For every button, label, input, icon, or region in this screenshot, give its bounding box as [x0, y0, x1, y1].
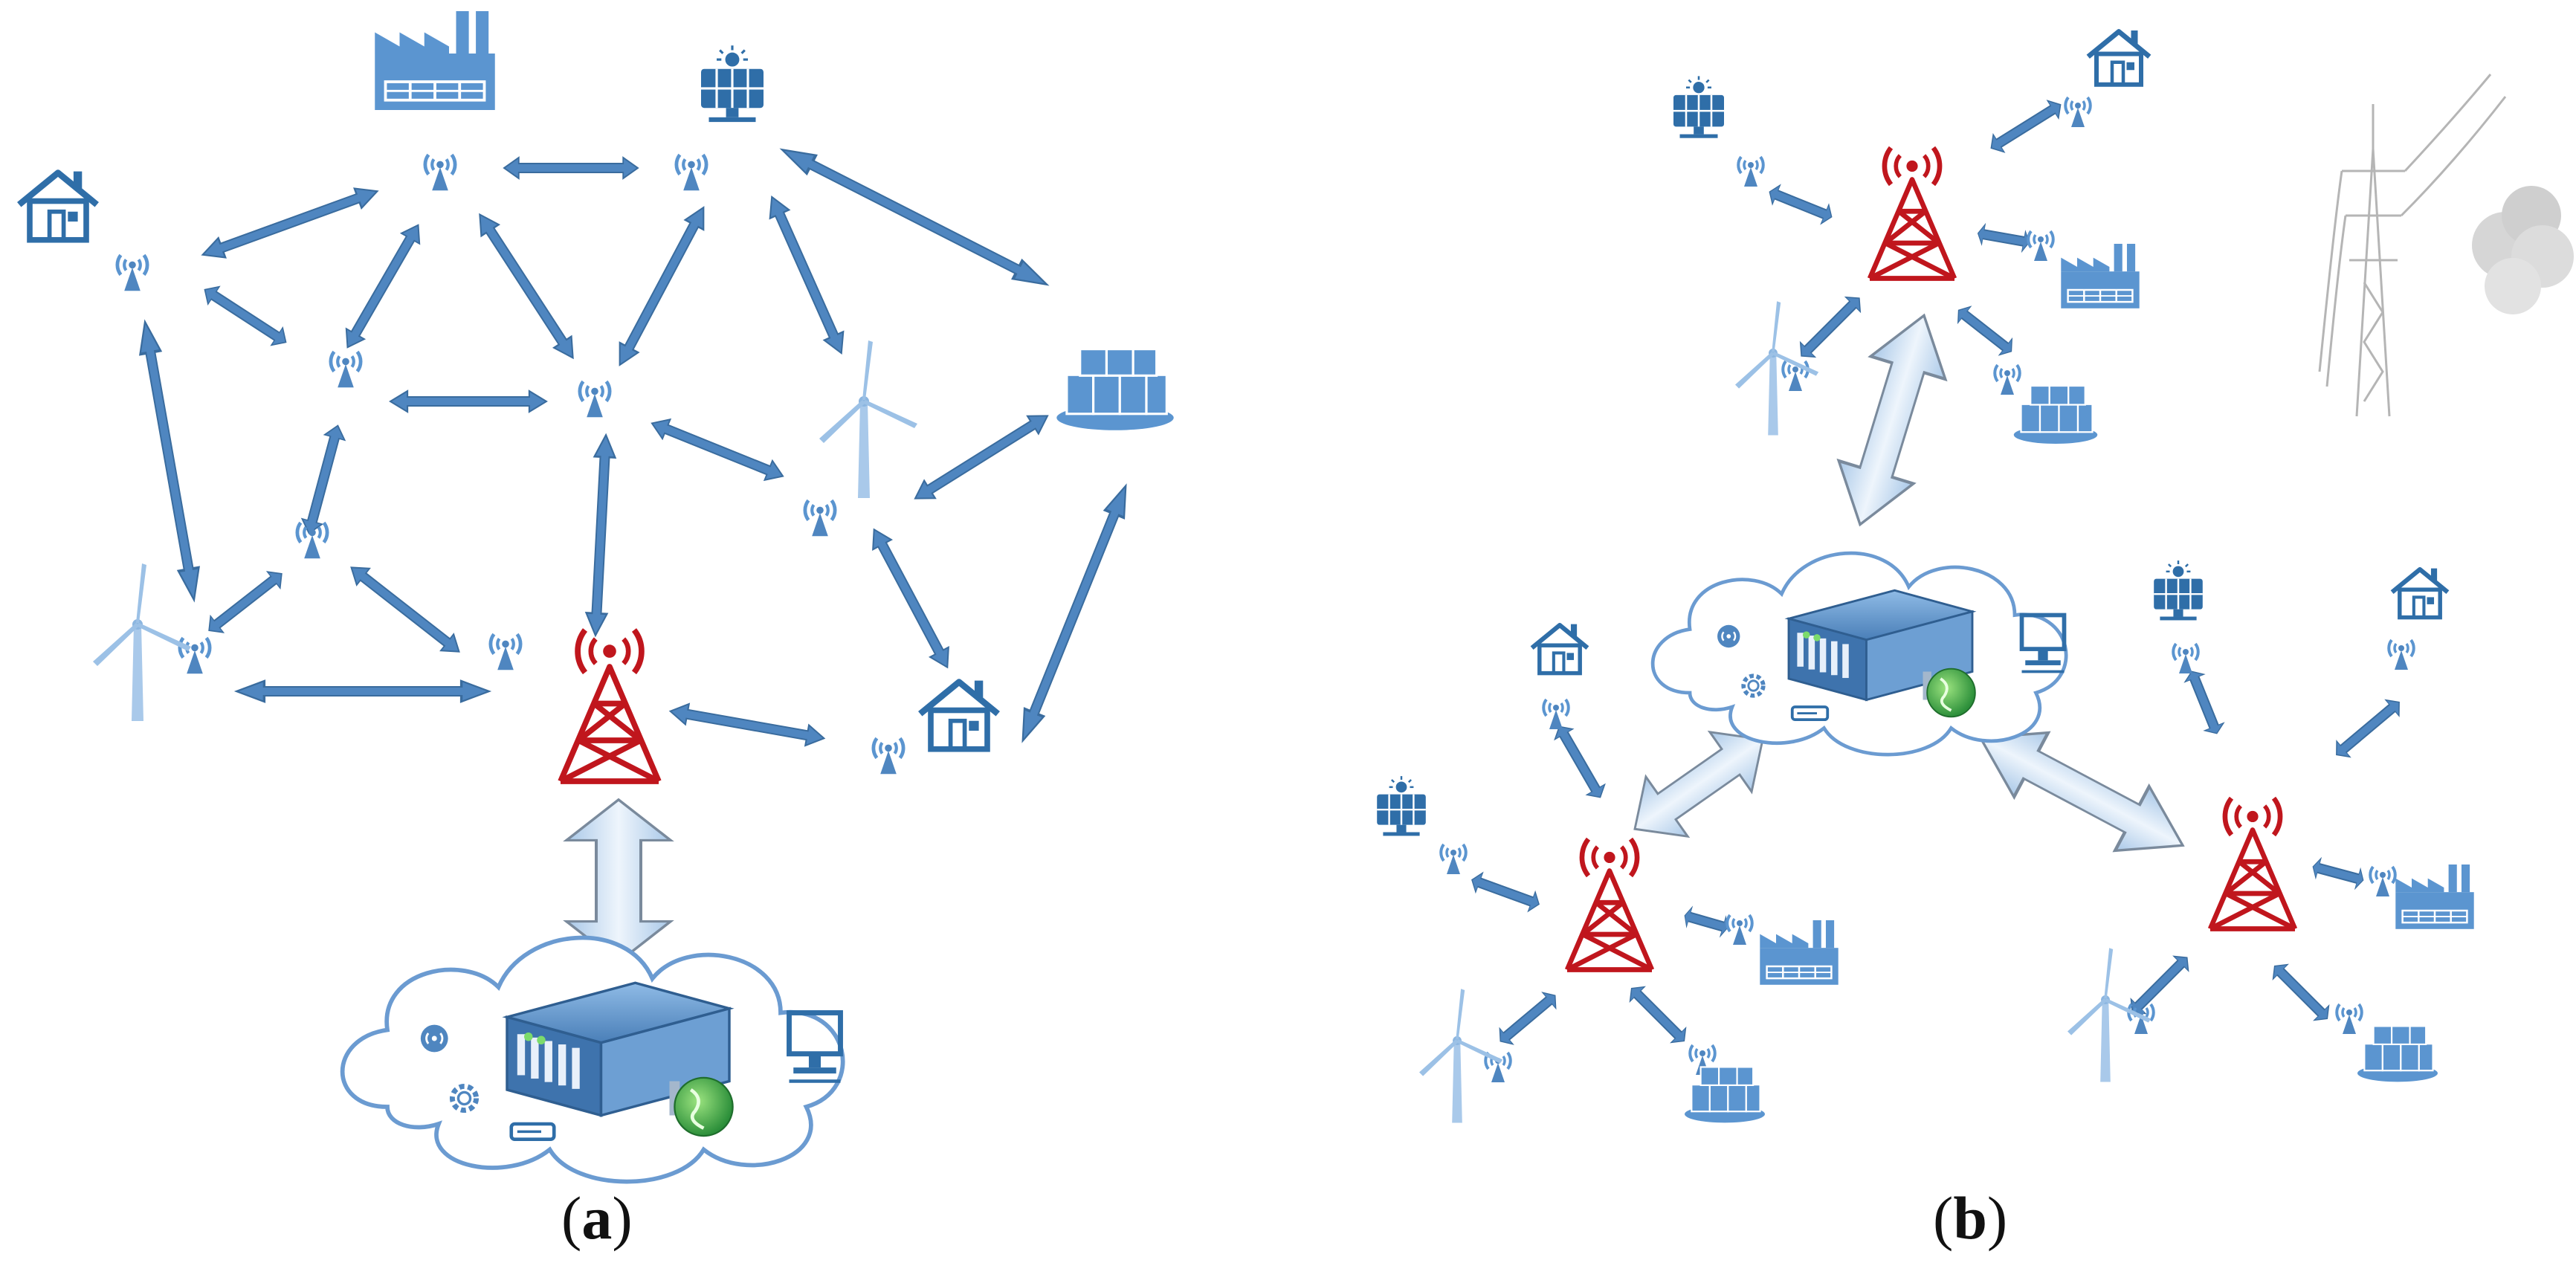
wind-turbine-icon [1735, 301, 1819, 436]
panel-a-links [133, 138, 1137, 750]
label-a-close: ) [612, 1184, 633, 1252]
battery-storage-icon [2356, 1025, 2439, 1083]
house-icon [1532, 624, 1588, 673]
antenna-icon [425, 155, 455, 190]
antenna-icon [1439, 843, 1468, 876]
panel-label-b: (b) [1933, 1188, 2007, 1249]
antenna-icon [1542, 698, 1570, 731]
label-a-open: ( [561, 1184, 582, 1252]
battery-storage-icon [1055, 348, 1175, 432]
antenna-icon [2387, 639, 2415, 671]
factory-icon [2395, 863, 2475, 931]
house-icon [19, 172, 97, 240]
house-icon [2088, 30, 2150, 85]
wind-turbine-icon [819, 340, 917, 498]
wind-turbine-icon [2067, 948, 2151, 1082]
cell-tower-icon [1567, 839, 1652, 970]
label-a-letter: a [581, 1184, 613, 1252]
house-icon [2392, 569, 2448, 618]
antenna-icon [2335, 1003, 2363, 1035]
antenna-icon [2027, 230, 2055, 262]
antenna-icon [491, 634, 520, 670]
panel-label-a: (a) [561, 1188, 633, 1249]
antenna-icon [331, 352, 361, 387]
antenna-icon [1726, 914, 1754, 946]
factory-icon [2060, 242, 2140, 310]
label-b-open: ( [1933, 1184, 1954, 1252]
antenna-icon [1993, 363, 2021, 396]
smoke-icon [2472, 186, 2574, 314]
solar-panel-icon [1672, 75, 1726, 139]
wind-turbine-icon [93, 563, 191, 721]
antenna-icon [677, 155, 706, 190]
cloud-icon [1653, 553, 2066, 754]
cloud-icon [343, 938, 843, 1182]
antenna-icon [117, 255, 147, 291]
panel-a [19, 10, 1175, 1182]
antenna-icon [180, 638, 210, 673]
panel-b [1375, 30, 2574, 1124]
label-b-letter: b [1953, 1184, 1987, 1252]
antenna-icon [805, 500, 835, 536]
solar-panel-icon [2152, 559, 2204, 621]
big-double-arrow [1823, 304, 1961, 536]
antenna-icon [2064, 96, 2092, 129]
wind-turbine-icon [1419, 989, 1503, 1123]
battery-storage-icon [2012, 384, 2099, 445]
factory-icon [373, 10, 497, 112]
antenna-icon [1737, 155, 1765, 188]
solar-panel-icon [1375, 775, 1427, 837]
label-b-close: ) [1986, 1184, 2008, 1252]
power-pylon-icon [2318, 74, 2507, 417]
house-icon [920, 681, 998, 749]
antenna-icon [2369, 865, 2397, 898]
factory-icon [1759, 919, 1839, 986]
cell-tower-icon [561, 630, 659, 782]
battery-storage-icon [1683, 1066, 1766, 1124]
antenna-icon [580, 381, 610, 417]
cell-tower-icon [2210, 798, 2295, 929]
cell-tower-icon [1870, 148, 1954, 279]
antenna-icon [2172, 642, 2200, 675]
antenna-icon [874, 738, 903, 774]
solar-panel-icon [700, 44, 765, 123]
